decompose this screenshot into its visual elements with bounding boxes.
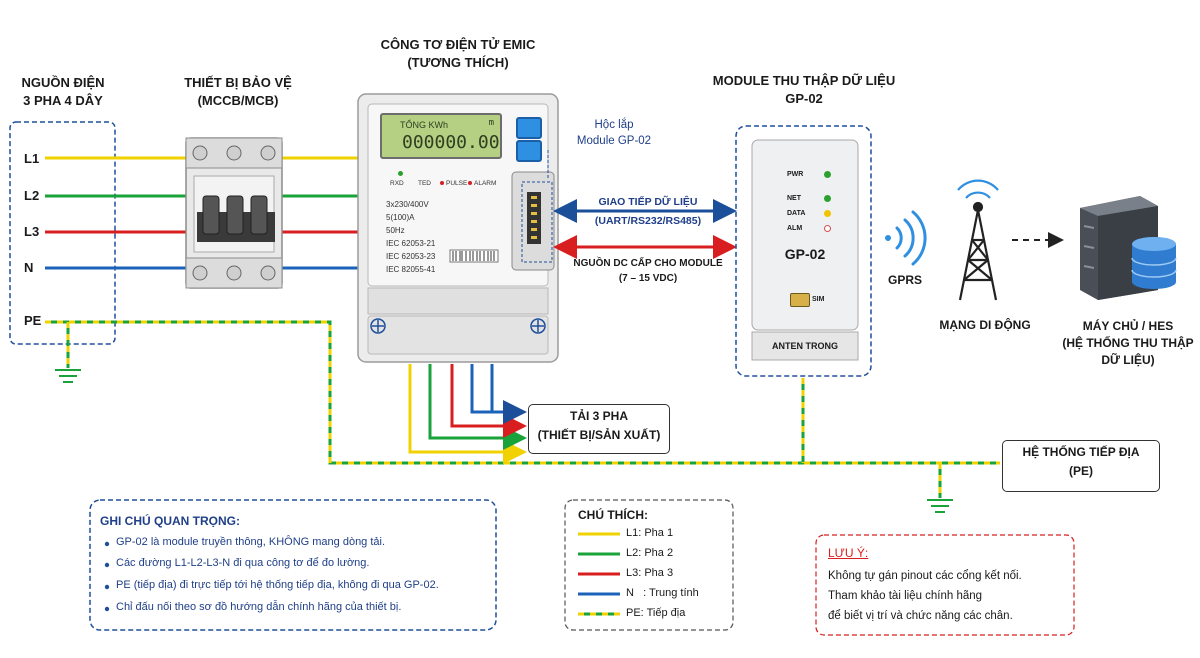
meter-output-wires xyxy=(408,364,527,464)
meter-title: CÔNG TƠ ĐIỆN TỬ EMIC (TƯƠNG THÍCH) xyxy=(380,37,536,70)
legend-l1: L1: Pha 1 xyxy=(626,527,674,539)
meter-spec-1: 3x230/400V xyxy=(386,200,429,209)
lcd-value: 000000.00 xyxy=(402,132,500,153)
meter-led-rxd xyxy=(398,171,403,176)
meter-led-pulse xyxy=(440,181,444,185)
meter-lcd: TỔNG KWh m 000000.00 xyxy=(380,113,502,159)
load-box: TẢI 3 PHA (THIẾT BỊ/SẢN XUẤT) xyxy=(528,404,670,454)
module-led-alm xyxy=(824,225,831,232)
module-led-pwr-label: PWR xyxy=(787,171,804,178)
wire-pe xyxy=(45,320,1000,498)
server-label: MÁY CHỦ / HES (HỆ THỐNG THU THẬP DỮ LIỆU… xyxy=(1062,319,1194,367)
breaker-body xyxy=(185,137,283,289)
power-link-title: NGUỒN DC CẤP CHO MODULE xyxy=(573,258,723,269)
legend-pe: PE: Tiếp địa xyxy=(626,607,686,619)
meter-led-alarm xyxy=(468,181,472,185)
legend-n: N : Trung tính xyxy=(626,587,699,599)
legend-l3: L3: Pha 3 xyxy=(626,567,674,579)
warning-line-3: để biết vị trí và chức năng các chân. xyxy=(828,610,1013,622)
note-bullets xyxy=(104,541,110,612)
source-title: NGUỒN ĐIỆN 3 PHA 4 DÂY xyxy=(21,75,105,108)
label-l1: L1 xyxy=(24,151,40,166)
gprs-waves-icon xyxy=(885,210,927,266)
module-led-data-label: DATA xyxy=(787,210,806,217)
power-link-sub: (7 – 15 VDC) xyxy=(618,273,678,284)
legend-frame xyxy=(564,499,734,631)
module-led-data xyxy=(824,210,831,217)
module-led-net xyxy=(824,195,831,202)
note-item-2: Các đường L1-L2-L3-N đi qua công tơ để đ… xyxy=(116,557,370,569)
warning-frame xyxy=(815,534,1075,636)
module-body xyxy=(751,139,859,331)
note-item-4: Chỉ đấu nối theo sơ đồ hướng dẫn chính h… xyxy=(116,601,402,613)
sim-card-icon xyxy=(790,293,810,307)
warning-line-1: Không tự gán pinout các cổng kết nối. xyxy=(828,570,1022,582)
ground-symbol-earth xyxy=(927,499,953,513)
indicator-alarm: ALARM xyxy=(474,180,497,187)
meter-spec-3: 50Hz xyxy=(386,226,405,235)
gprs-label: GPRS xyxy=(888,273,923,287)
meter-button-down[interactable] xyxy=(516,140,542,162)
label-n: N xyxy=(24,260,34,275)
meter-spec-5: IEC 62053-23 xyxy=(386,252,436,261)
module-led-net-label: NET xyxy=(787,195,801,202)
tower-label: MẠNG DI ĐỘNG xyxy=(939,318,1031,332)
module-frame xyxy=(735,125,872,377)
lcd-unit: m xyxy=(488,118,494,128)
indicator-pulse: PULSE xyxy=(446,180,468,187)
label-l3: L3 xyxy=(24,224,40,239)
meter-spec-2: 5(100)A xyxy=(386,213,415,222)
meter-body xyxy=(357,93,559,363)
module-led-pwr xyxy=(824,171,831,178)
warning-line-2: Tham khảo tài liệu chính hãng xyxy=(828,590,983,602)
server-icon xyxy=(1080,196,1177,300)
legend-title: CHÚ THÍCH: xyxy=(578,508,648,522)
module-led-alm-label: ALM xyxy=(787,225,803,232)
earth-box: HỆ THỐNG TIẾP ĐỊA (PE) xyxy=(1002,440,1160,492)
meter-spec-6: IEC 82055-41 xyxy=(386,265,436,274)
sim-label: SIM xyxy=(812,296,825,303)
indicator-rxd: RXD xyxy=(390,180,404,187)
data-link-sub: (UART/RS232/RS485) xyxy=(594,215,702,227)
antenna-label: ANTEN TRONG xyxy=(772,341,838,351)
warning-title: LƯU Ý: xyxy=(828,546,869,560)
source-box xyxy=(9,121,116,345)
meter-spec-4: IEC 62053-21 xyxy=(386,239,436,248)
note-item-3: PE (tiếp địa) đi trực tiếp tới hệ thống … xyxy=(116,579,439,591)
ground-symbol-source xyxy=(55,369,81,383)
module-slot-callout: Hộc lắp Module GP-02 xyxy=(576,119,652,147)
notes-frame xyxy=(89,499,497,631)
module-name: GP-02 xyxy=(784,246,826,262)
legend-l2: L2: Pha 2 xyxy=(626,547,674,559)
label-l2: L2 xyxy=(24,188,40,203)
cell-tower-icon xyxy=(957,179,999,301)
meter-button-up[interactable] xyxy=(516,117,542,139)
indicator-ted: TED xyxy=(418,180,431,187)
notes-title: GHI CHÚ QUAN TRỌNG: xyxy=(100,514,240,528)
lcd-label: TỔNG KWh xyxy=(400,120,449,130)
data-link-title: GIAO TIẾP DỮ LIỆU xyxy=(598,196,698,208)
label-pe: PE xyxy=(24,313,42,328)
legend-lines xyxy=(578,532,620,616)
module-title: MODULE THU THẬP DỮ LIỆU GP-02 xyxy=(712,73,896,106)
note-item-1: GP-02 là module truyền thông, KHÔNG mang… xyxy=(116,536,386,548)
breaker-title: THIẾT BỊ BẢO VỆ (MCCB/MCB) xyxy=(184,75,292,108)
